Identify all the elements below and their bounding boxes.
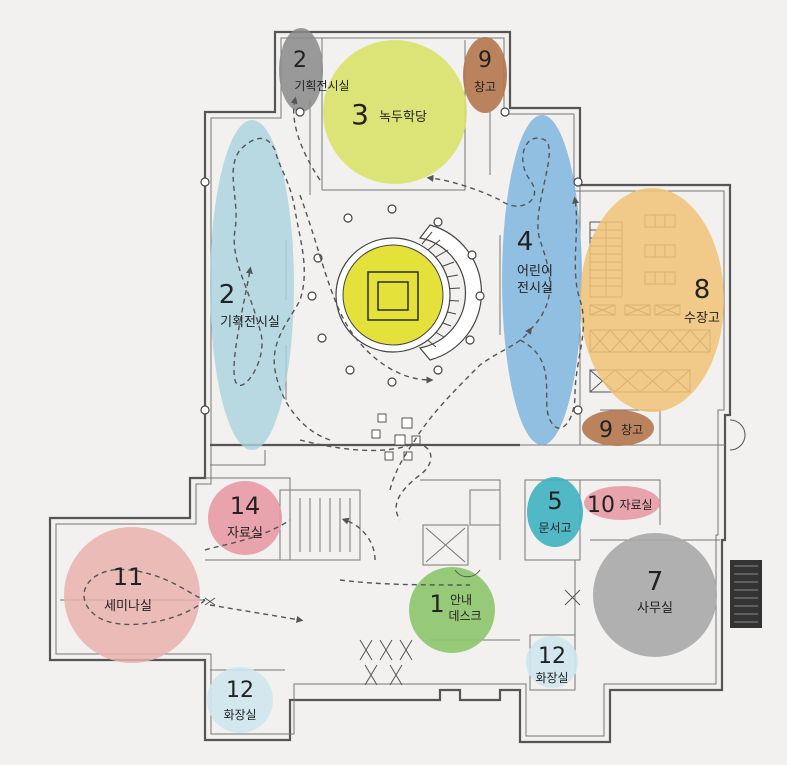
- zone-2a-label: 기획전시실: [220, 315, 280, 330]
- zone-9a-number: 9: [478, 48, 492, 73]
- zone-14-number: 14: [230, 492, 261, 520]
- zone-10-reference-room[interactable]: [584, 486, 660, 520]
- zone-10-number: 10: [587, 493, 615, 518]
- doors: [204, 419, 746, 686]
- zone-2b-number: 2: [293, 48, 307, 73]
- zone-12b-label: 화장실: [535, 671, 568, 685]
- zone-5-label: 문서고: [538, 521, 571, 535]
- zone-5-archive[interactable]: [527, 477, 583, 547]
- zone-12a-label: 화장실: [223, 708, 256, 722]
- zone-3-number: 3: [351, 98, 369, 131]
- zone-8-label: 수장고: [684, 311, 720, 326]
- zone-8-storage-vault[interactable]: [580, 188, 724, 412]
- zone-1-info-desk[interactable]: [409, 567, 495, 653]
- zone-7-label: 사무실: [637, 601, 673, 616]
- zone-2-exhibition-top[interactable]: [279, 28, 323, 112]
- zone-12-restroom-left[interactable]: [207, 667, 273, 733]
- zone-4-label-line1: 어린이: [517, 264, 553, 279]
- zone-1-number: 1: [429, 590, 444, 618]
- zone-9-storage-top[interactable]: [463, 37, 507, 113]
- zone-4-children-exhibition[interactable]: [502, 115, 582, 445]
- zone-1-label-line1: 안내: [450, 593, 472, 607]
- zone-11-seminar-room[interactable]: [64, 527, 200, 663]
- central-rotunda: [200, 107, 583, 461]
- zone-3-label: 녹두학당: [379, 110, 427, 125]
- exterior-stair: [730, 560, 762, 628]
- zones: [64, 28, 724, 733]
- zone-11-label: 세미나실: [104, 599, 152, 614]
- zone-4-number: 4: [517, 227, 534, 257]
- zone-9b-label: 창고: [621, 423, 643, 437]
- zone-12b-number: 12: [538, 644, 566, 669]
- zone-1-label-line2: 데스크: [448, 609, 481, 623]
- zone-12a-number: 12: [226, 678, 254, 703]
- zone-labels: 2 기획전시실 2 기획전시실 3 녹두학당 9 창고 4 어린이 전시실 8 …: [104, 48, 720, 722]
- zone-5-number: 5: [547, 487, 562, 515]
- zone-14-reference-room[interactable]: [208, 481, 282, 555]
- zone-7-office[interactable]: [593, 533, 717, 657]
- visitor-route: [83, 96, 585, 626]
- zone-14-label: 자료실: [227, 526, 263, 541]
- zone-8-number: 8: [694, 275, 711, 305]
- zone-2-exhibition-left[interactable]: [210, 120, 294, 450]
- zone-7-number: 7: [647, 567, 664, 597]
- zone-9b-number: 9: [599, 418, 613, 443]
- zone-2b-label: 기획전시실: [294, 79, 349, 93]
- zone-4-label-line2: 전시실: [517, 281, 553, 296]
- zone-12-restroom-right[interactable]: [526, 636, 578, 688]
- rotunda-center: [342, 244, 444, 346]
- zone-9-storage-mid[interactable]: [582, 410, 654, 446]
- zone-3-nokdu-hall[interactable]: [323, 40, 467, 184]
- zone-2a-number: 2: [219, 280, 236, 310]
- zone-10-label: 자료실: [619, 498, 652, 512]
- zone-9a-label: 창고: [474, 80, 496, 94]
- zone-11-number: 11: [113, 563, 144, 591]
